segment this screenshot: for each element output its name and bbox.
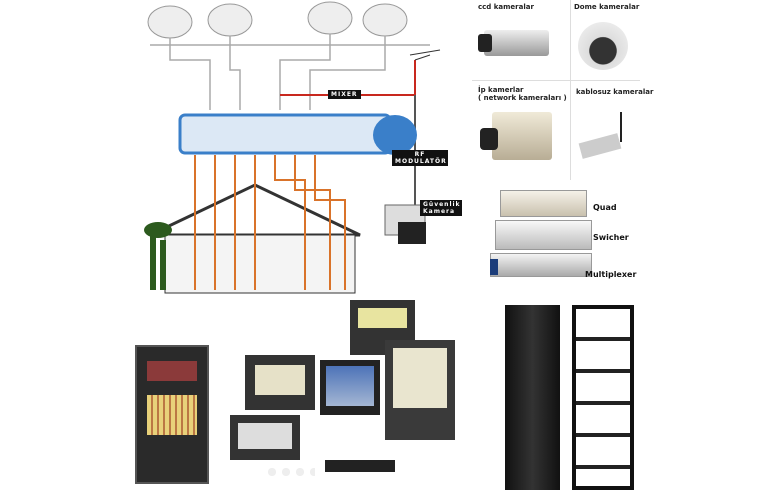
ip-camera-image	[492, 112, 552, 160]
satellite-diagram-graphic	[144, 1, 441, 294]
switcher-label: Swicher	[593, 233, 629, 242]
panel-right	[385, 340, 455, 440]
camera-types-grid: ccd kameralar Dome kameralar İp kamerlar…	[472, 0, 653, 180]
mixer-label: MIXER	[328, 90, 361, 99]
video-devices: Quad Swicher Multiplexer	[475, 185, 640, 295]
keyboard	[325, 460, 395, 472]
wireless-camera-label: kablosuz kameralar	[576, 88, 654, 96]
quad-device	[500, 190, 587, 217]
dome-camera-label: Dome kameralar	[574, 3, 640, 11]
open-rack	[572, 305, 634, 490]
dome-camera-image	[578, 22, 628, 70]
ip-camera-sublabel: ( network kameraları )	[478, 94, 567, 102]
panel-left	[245, 355, 315, 410]
control-cabinet	[135, 345, 209, 484]
detectors	[265, 465, 315, 479]
closed-rack	[505, 305, 560, 490]
rf-modulator-label: RF MODULATÖR	[392, 150, 448, 166]
ip-camera-label: İp kamerlar	[478, 86, 524, 94]
fire-alarm-panels	[135, 295, 475, 495]
ccd-camera-image	[484, 30, 549, 56]
security-camera-label: Güvenlik Kamera	[420, 200, 462, 216]
ccd-camera-label: ccd kameralar	[478, 3, 534, 11]
panel-bottom	[230, 415, 300, 460]
quad-label: Quad	[593, 203, 617, 212]
wireless-camera-image	[578, 133, 622, 159]
multiplexer-label: Multiplexer	[585, 270, 637, 279]
panel-top	[350, 300, 415, 355]
satellite-system-diagram: MIXER RF MODULATÖR Güvenlik Kamera	[130, 0, 470, 300]
server-racks	[500, 305, 640, 495]
monitor	[320, 360, 380, 415]
switcher-device	[495, 220, 592, 250]
multiplexer-device	[490, 253, 592, 277]
